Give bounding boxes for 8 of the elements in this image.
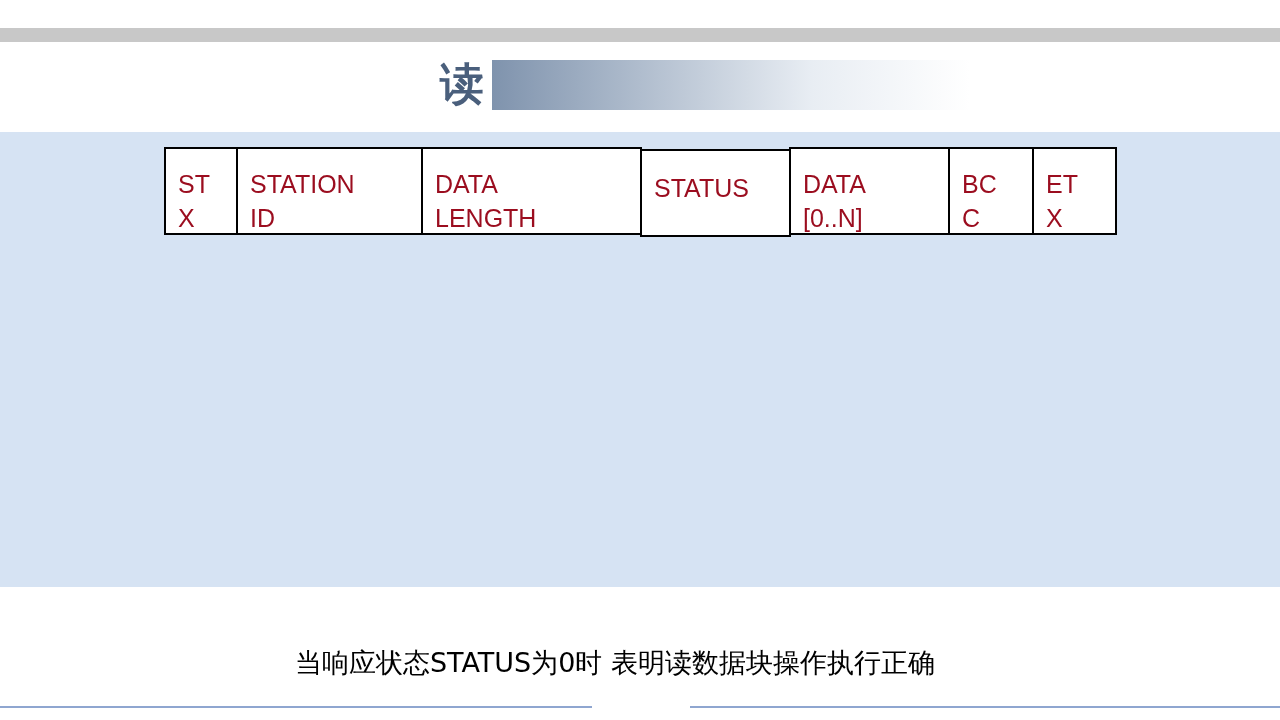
field-cell: STX [164, 147, 238, 235]
field-cell: ETX [1032, 147, 1117, 235]
field-cell: DATA LENGTH [421, 147, 642, 235]
field-cell: STATION ID [236, 147, 423, 235]
field-cell: STATUS [640, 149, 791, 237]
field-cell: BCC [948, 147, 1034, 235]
field-cell: DATA [0..N] [789, 147, 950, 235]
caption: 当响应状态STATUS为0时 表明读数据块操作执行正确 [293, 646, 937, 680]
